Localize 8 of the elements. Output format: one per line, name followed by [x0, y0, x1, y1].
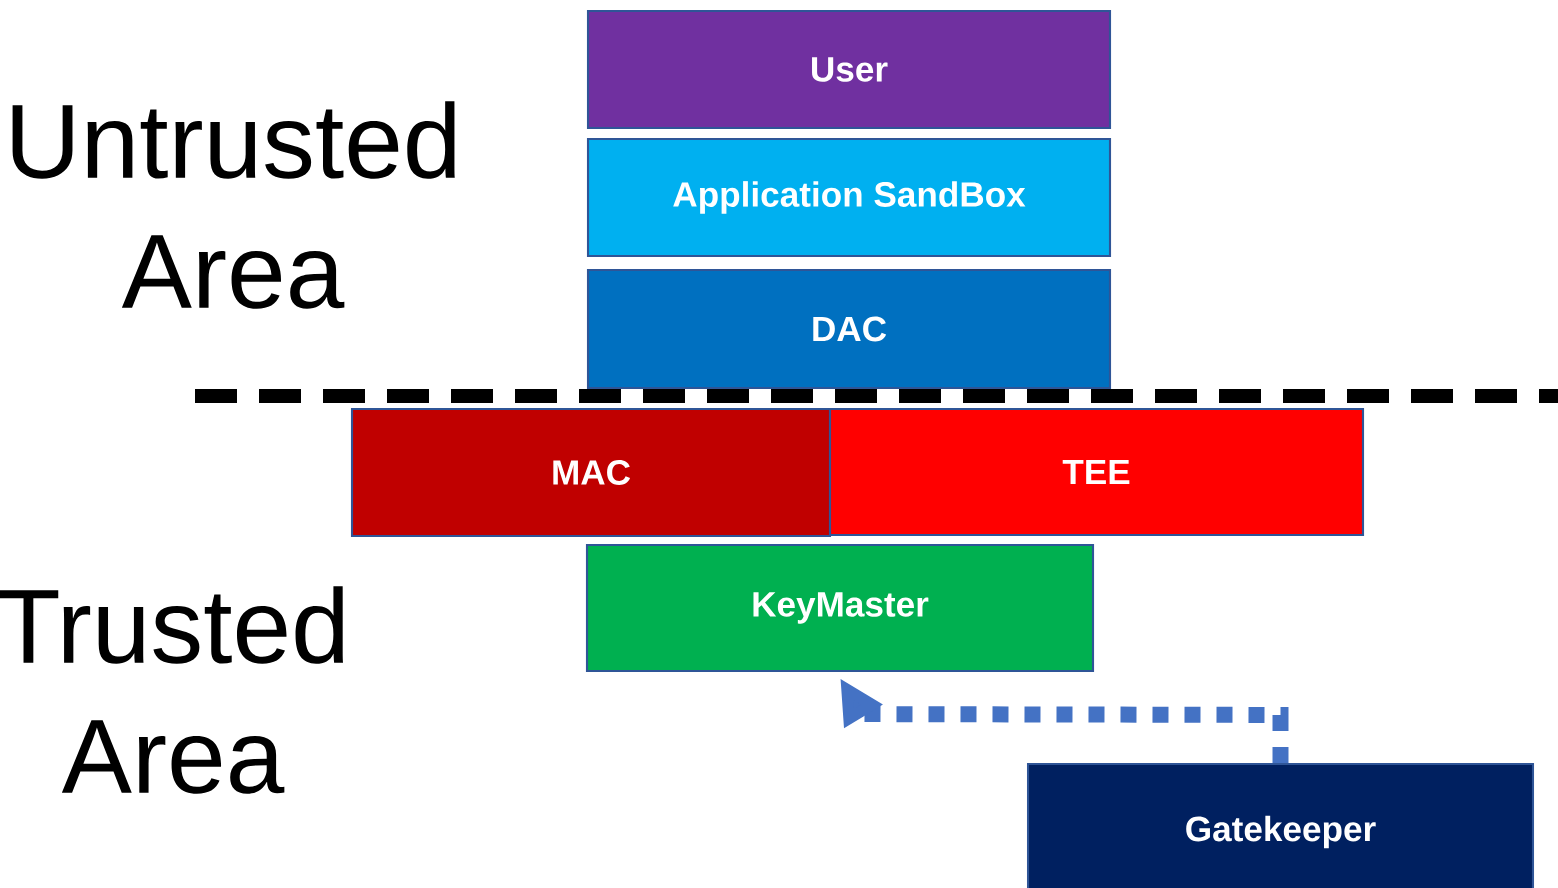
area-label: Untrusted Area [12, 101, 455, 309]
layer-box: Application SandBox [586, 137, 1112, 258]
layer-box: Gatekeeper [1026, 762, 1535, 888]
layer-box: KeyMaster [585, 543, 1095, 673]
layer-box: DAC [586, 268, 1112, 390]
layer-box: TEE [828, 407, 1365, 537]
layer-box: User [586, 9, 1112, 130]
layer-box: MAC [350, 407, 832, 538]
